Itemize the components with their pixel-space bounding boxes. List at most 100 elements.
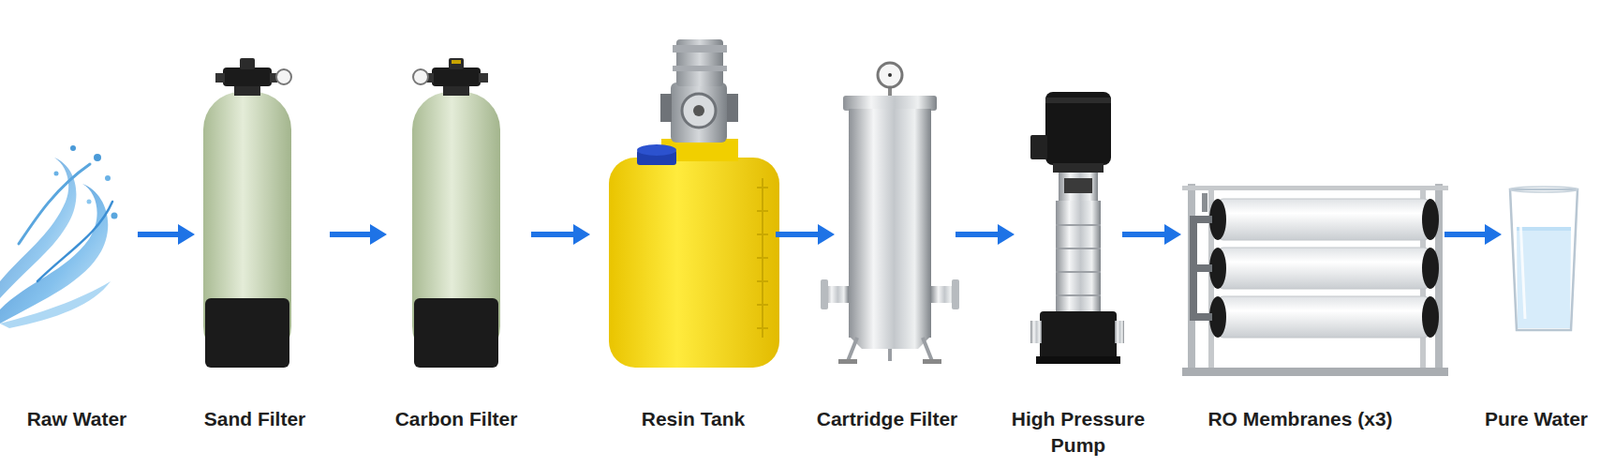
process-stage: RO Membranes (x3): [1183, 37, 1443, 460]
arrow-shaft: [531, 231, 578, 238]
resin-tank-part: [672, 44, 727, 53]
arrow-head: [370, 223, 387, 245]
cartridge-filter-housing-part: [848, 335, 932, 349]
cartridge-filter-housing-part: [820, 279, 829, 310]
cartridge-filter-housing-part: [848, 108, 932, 338]
high-pressure-pump-part: [1030, 134, 1048, 160]
cartridge-filter-housing: [820, 62, 960, 364]
process-stage: Pure Water: [1503, 37, 1598, 460]
stage-label: Raw Water: [0, 405, 157, 432]
stage-label: Resin Tank: [608, 405, 778, 432]
ro-membrane-rack-part: [1201, 192, 1208, 212]
water-splash-part: [0, 281, 111, 328]
sand-filter-vessel-part: [276, 69, 292, 85]
water-splash-part: [111, 212, 119, 220]
resin-tank-part: [660, 93, 672, 122]
cartridge-filter-housing-part-part: [888, 348, 892, 361]
arrow-shaft: [1444, 231, 1489, 238]
arrow-head: [177, 223, 195, 245]
stage-label: Pure Water: [1466, 405, 1600, 432]
high-pressure-pump-part: [1055, 200, 1101, 313]
flow-arrow: [531, 223, 591, 245]
arrow-shaft: [137, 231, 182, 238]
high-pressure-pump-part: [1045, 97, 1112, 104]
arrow-head: [1164, 223, 1182, 245]
high-pressure-pump-part-part: [1055, 223, 1101, 226]
high-pressure-pump-part: [1045, 91, 1112, 165]
process-stage: Raw Water: [0, 37, 136, 460]
resin-tank-part: [756, 177, 769, 338]
ro-membrane-rack-part: [1422, 296, 1439, 338]
stage-label: Sand Filter: [175, 405, 335, 432]
water-splash-part: [93, 153, 102, 162]
flow-arrow: [775, 223, 835, 245]
resin-tank-part: [726, 93, 739, 122]
sand-filter-vessel-part: [205, 297, 290, 368]
water-splash-part: [18, 163, 90, 244]
ro-membrane-rack-part: [1217, 247, 1430, 289]
water-splash-part: [87, 199, 92, 205]
ro-membrane-rack-part: [1189, 312, 1213, 321]
arrow-head: [573, 223, 591, 245]
stage-label: RO Membranes (x3): [1206, 405, 1394, 432]
sand-filter-vessel-part: [222, 67, 272, 87]
cartridge-filter-housing-part: [922, 358, 942, 364]
ro-membrane-rack-part: [1182, 185, 1449, 191]
process-stage: Cartridge Filter: [836, 37, 954, 460]
resin-tank-part: [608, 157, 780, 368]
high-pressure-pump-part-part: [1055, 247, 1101, 250]
stage-label: Cartridge Filter: [784, 405, 991, 432]
cartridge-filter-housing-part-part: [847, 337, 858, 361]
process-stage: Resin Tank: [592, 37, 774, 460]
ro-membrane-rack: [1182, 183, 1449, 376]
carbon-filter-vessel-part: [478, 73, 489, 83]
high-pressure-pump-part: [1114, 320, 1125, 343]
ro-membrane-rack-part: [1182, 367, 1449, 376]
arrow-shaft: [1122, 231, 1169, 238]
sand-filter-vessel-part: [215, 73, 225, 83]
high-pressure-pump-part: [1039, 311, 1117, 364]
resin-tank-part: [670, 82, 727, 143]
cartridge-filter-housing-part: [951, 279, 960, 310]
carbon-filter-vessel: [412, 58, 501, 368]
water-splash-part: [37, 201, 113, 282]
water-splash-part: [0, 183, 108, 324]
stage-label: High Pressure Pump: [998, 405, 1158, 459]
water-splash-part: [104, 175, 111, 181]
high-pressure-pump-part: [1055, 224, 1101, 296]
high-pressure-pump-part: [1052, 162, 1104, 173]
ro-membrane-rack-part: [1422, 198, 1439, 240]
high-pressure-pump: [1030, 91, 1125, 364]
high-pressure-pump-part: [1064, 177, 1093, 193]
cartridge-filter-housing-part: [877, 62, 903, 88]
resin-tank-part: [681, 93, 716, 128]
ro-membrane-rack-part: [1422, 247, 1439, 289]
flow-arrow: [137, 223, 195, 245]
ro-membrane-rack-part: [1217, 296, 1430, 338]
arrow-head: [1484, 223, 1502, 245]
cartridge-filter-housing-part: [843, 95, 937, 111]
process-stage: Carbon Filter: [388, 37, 530, 460]
cartridge-filter-housing-part: [888, 73, 892, 77]
water-splash-part: [0, 157, 76, 298]
water-glass-part: [1510, 186, 1578, 193]
water-splash-part: [54, 171, 60, 177]
cartridge-filter-housing-part-part: [922, 337, 933, 361]
water-glass-part: [1510, 189, 1578, 330]
ro-membrane-rack-part: [1217, 198, 1430, 240]
sand-filter-vessel-part: [239, 58, 255, 70]
flow-arrow: [329, 223, 387, 245]
ro-membrane-rack-part: [1189, 264, 1213, 272]
cartridge-filter-housing-part: [838, 358, 858, 364]
carbon-filter-vessel-part: [431, 67, 481, 87]
flow-arrow: [1122, 223, 1182, 245]
resin-tank-part: [693, 104, 705, 117]
carbon-filter-vessel-part: [413, 69, 429, 85]
resin-tank-part-part: [761, 177, 764, 338]
arrow-head: [997, 223, 1015, 245]
high-pressure-pump-part: [1036, 355, 1121, 364]
resin-tank-part: [637, 144, 677, 156]
